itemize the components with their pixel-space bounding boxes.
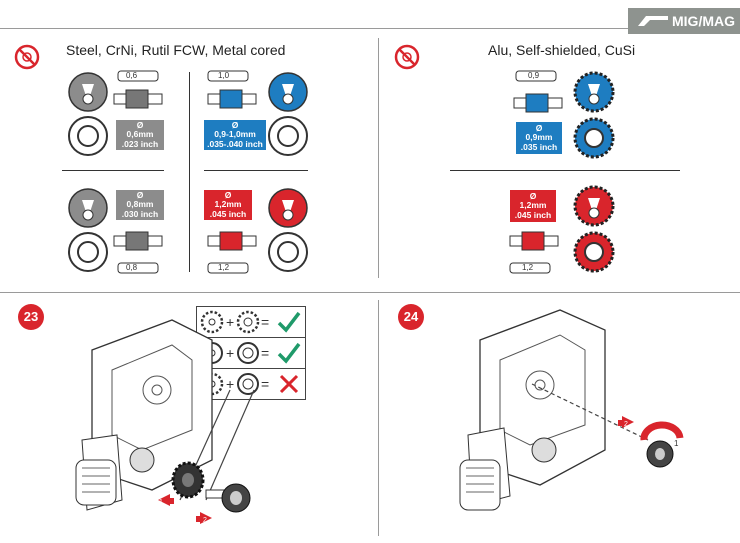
dashed-leader-line xyxy=(531,383,649,441)
move-arrow-icon: 2 xyxy=(618,416,634,428)
arrow-number: 1 xyxy=(159,499,163,506)
step-number-badge: 23 xyxy=(18,304,44,330)
svg-text:+: + xyxy=(226,376,234,392)
tip-size-label: 0,6 xyxy=(126,71,138,80)
pressure-roll-icon xyxy=(68,232,108,272)
svg-text:=: = xyxy=(261,314,269,330)
vertical-divider-bottom xyxy=(378,300,379,536)
table-divider xyxy=(197,368,305,369)
pressure-gear-blue-icon xyxy=(573,117,615,159)
wire-size-label: Ø 1,2mm .045 inch xyxy=(204,190,252,220)
tip-size-label: 1,2 xyxy=(218,263,230,272)
wire-size-label: Ø 0,6mm .023 inch xyxy=(116,120,164,150)
left-inner-horizontal-b xyxy=(204,170,308,171)
right-section-title: Alu, Self-shielded, CuSi xyxy=(488,42,636,58)
wire-size-label: Ø 1,2mm .045 inch xyxy=(510,190,556,222)
right-inner-horizontal xyxy=(450,170,680,171)
tip-size-label: 1,2 xyxy=(522,263,534,272)
move-arrow-icon: 2 xyxy=(196,512,212,524)
tip-size-label: 1,0 xyxy=(218,71,230,80)
svg-text:+: + xyxy=(226,345,234,361)
tip-size-label: 0,9 xyxy=(528,71,540,80)
check-icon xyxy=(277,311,301,333)
svg-text:+: + xyxy=(226,314,234,330)
roll-adapter-icon xyxy=(113,231,163,251)
tip-size-label: 0,8 xyxy=(126,263,138,272)
knob-icon xyxy=(646,440,674,468)
cross-out-icon xyxy=(394,44,420,70)
check-icon xyxy=(277,342,301,364)
contact-tip-icon xyxy=(207,262,249,274)
wire-size-label: Ø 0,9mm .035 inch xyxy=(516,122,562,154)
left-inner-horizontal-a xyxy=(62,170,164,171)
wire-feeder-illustration xyxy=(75,319,213,511)
pressure-roll-icon xyxy=(268,232,308,272)
wire-size-label: Ø 0,9-1,0mm .035-.040 inch xyxy=(204,120,266,150)
drive-roll-blue-icon xyxy=(268,72,308,112)
horizontal-divider xyxy=(0,292,740,293)
arrow-number: 1 xyxy=(674,439,679,448)
contact-tip-icon xyxy=(207,70,249,82)
move-arrow-icon: 1 xyxy=(158,494,174,506)
drive-gear-blue-icon xyxy=(573,71,615,113)
arrow-number: 2 xyxy=(624,421,628,428)
step-number-badge: 24 xyxy=(398,304,424,330)
svg-text:=: = xyxy=(261,376,269,392)
roll-adapter-icon xyxy=(509,231,559,251)
vertical-divider-top xyxy=(378,38,379,278)
wire-size-label: Ø 0,8mm .030 inch xyxy=(116,190,164,220)
cross-out-icon xyxy=(14,44,40,70)
mig-mag-badge: MIG/MAG xyxy=(628,8,740,34)
left-inner-vertical xyxy=(189,72,190,272)
left-section-title: Steel, CrNi, Rutil FCW, Metal cored xyxy=(66,42,286,58)
roll-adapter-icon xyxy=(113,89,163,109)
badge-label: MIG/MAG xyxy=(672,13,735,29)
wire-feeder-illustration xyxy=(459,309,606,511)
rotate-arrow-icon: 1 xyxy=(640,421,684,448)
roll-adapter-icon xyxy=(207,231,257,251)
contact-tip-icon xyxy=(515,70,557,82)
drive-roll-red-icon xyxy=(268,188,308,228)
drive-roll-grey-icon xyxy=(68,72,108,112)
drive-gear-icon xyxy=(171,461,205,499)
pressure-gear-red-icon xyxy=(573,231,615,273)
roll-adapter-icon xyxy=(513,93,563,113)
contact-tip-icon xyxy=(509,262,551,274)
arrow-number: 2 xyxy=(203,517,207,524)
drive-roll-grey-icon xyxy=(68,188,108,228)
pressure-roll-icon xyxy=(268,116,308,156)
cross-icon xyxy=(279,374,299,394)
pressure-roll-icon xyxy=(68,116,108,156)
contact-tip-icon xyxy=(117,70,159,82)
roll-adapter-icon xyxy=(207,89,257,109)
drive-gear-red-icon xyxy=(573,185,615,227)
compat-row: + = xyxy=(200,310,269,334)
svg-text:=: = xyxy=(261,345,269,361)
torch-icon xyxy=(638,16,668,26)
knob-icon xyxy=(205,483,251,513)
contact-tip-icon xyxy=(117,262,159,274)
header-rule xyxy=(0,28,628,29)
table-divider xyxy=(197,337,305,338)
